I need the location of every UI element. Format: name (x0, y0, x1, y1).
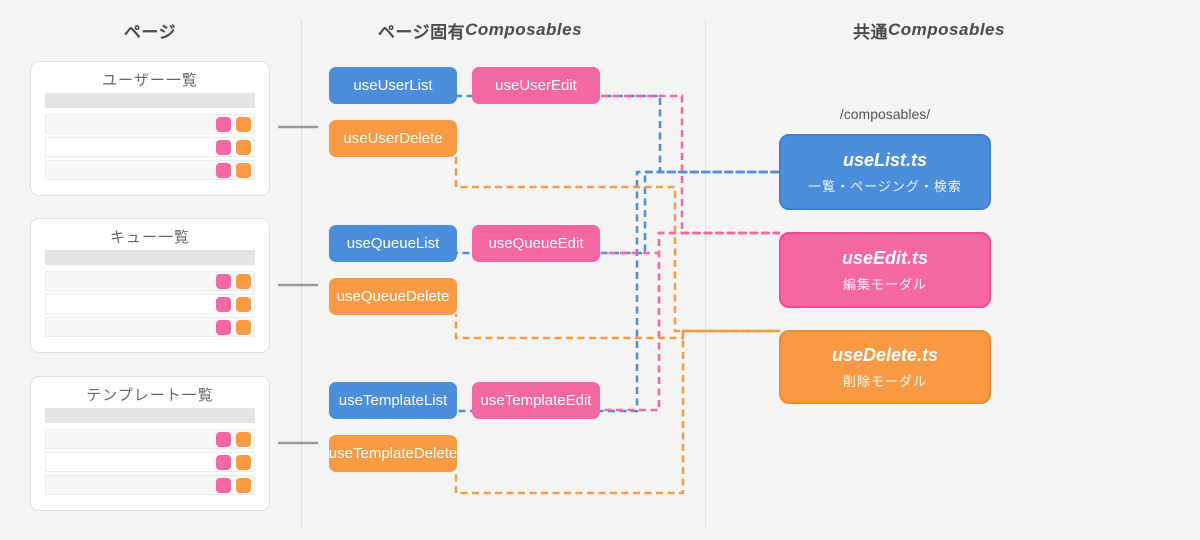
node-label: useTemplateList (338, 392, 448, 409)
delete-action-icon (236, 455, 251, 470)
delete-action-icon (236, 297, 251, 312)
node-use-user-delete: useUserDelete (329, 120, 457, 157)
node-label: useQueueList (346, 235, 440, 252)
edit-action-icon (216, 478, 231, 493)
node-label: useTemplateEdit (480, 392, 592, 409)
shared-box-description: 編集モーダル (842, 276, 927, 292)
shared-box-use-list: useList.ts 一覧・ページング・検索 (779, 134, 991, 210)
node-label: useUserDelete (343, 130, 443, 147)
edit-wires (601, 94, 780, 412)
node-use-queue-edit: useQueueEdit (472, 225, 600, 262)
delete-action-icon (236, 432, 251, 447)
shared-box-title: useDelete.ts (831, 344, 939, 365)
table-row (45, 271, 255, 291)
table-row (45, 114, 255, 134)
node-use-queue-list: useQueueList (329, 225, 457, 262)
edit-action-icon (216, 163, 231, 178)
table-row (45, 429, 255, 449)
delete-action-icon (236, 320, 251, 335)
edit-action-icon (216, 117, 231, 132)
delete-action-icon (236, 163, 251, 178)
page-card-title: テンプレート一覧 (86, 387, 214, 404)
node-use-template-edit: useTemplateEdit (472, 382, 600, 419)
node-label: useQueueDelete (336, 288, 450, 305)
node-label: useTemplateDelete (328, 445, 458, 462)
delete-action-icon (236, 274, 251, 289)
page-card-title: ユーザー一覧 (102, 72, 198, 89)
edit-action-icon (216, 432, 231, 447)
node-label: useQueueEdit (488, 235, 584, 252)
edit-action-icon (216, 320, 231, 335)
shared-box-description: 削除モーダル (842, 373, 927, 389)
edit-action-icon (216, 274, 231, 289)
column-divider-left (301, 20, 302, 528)
page-card-title: キュー一覧 (109, 229, 190, 246)
table-header-bar (45, 408, 255, 423)
composables-folder-label: /composables/ (839, 106, 931, 122)
delete-action-icon (236, 117, 251, 132)
edit-action-icon (216, 140, 231, 155)
delete-wires (454, 157, 780, 495)
column-header-shared-composables-en: Composables (888, 20, 1005, 39)
delete-action-icon (236, 478, 251, 493)
column-header-shared-composables-jp: 共通 (853, 22, 888, 42)
shared-box-use-edit: useEdit.ts 編集モーダル (779, 232, 991, 308)
edit-action-icon (216, 455, 231, 470)
shared-box-title: useList.ts (842, 149, 928, 170)
column-divider-right (705, 20, 706, 528)
column-header-pages-label: ページ (123, 22, 177, 42)
page-card-user-list: ユーザー一覧 (30, 61, 270, 196)
shared-box-description: 一覧・ページング・検索 (808, 178, 962, 194)
table-row (45, 294, 255, 314)
node-label: useUserEdit (495, 77, 577, 94)
table-row (45, 137, 255, 157)
table-header-bar (45, 250, 255, 265)
column-header-pages: ページ (30, 20, 270, 42)
table-row (45, 475, 255, 495)
node-use-queue-delete: useQueueDelete (329, 278, 457, 315)
page-card-queue-list: キュー一覧 (30, 218, 270, 353)
node-use-template-delete: useTemplateDelete (329, 435, 457, 472)
table-header-bar (45, 93, 255, 108)
shared-box-use-delete: useDelete.ts 削除モーダル (779, 330, 991, 404)
delete-action-icon (236, 140, 251, 155)
card-connector-stubs (278, 125, 318, 445)
column-header-page-composables-jp: ページ固有 (377, 22, 466, 42)
node-use-template-list: useTemplateList (329, 382, 457, 419)
table-row (45, 160, 255, 180)
page-card-template-list: テンプレート一覧 (30, 376, 270, 511)
node-use-user-edit: useUserEdit (472, 67, 600, 104)
node-use-user-list: useUserList (329, 67, 457, 104)
column-header-page-composables-en: Composables (465, 20, 583, 39)
table-row (45, 317, 255, 337)
shared-box-title: useEdit.ts (841, 247, 929, 268)
table-row (45, 452, 255, 472)
edit-action-icon (216, 297, 231, 312)
node-label: useUserList (353, 77, 433, 94)
